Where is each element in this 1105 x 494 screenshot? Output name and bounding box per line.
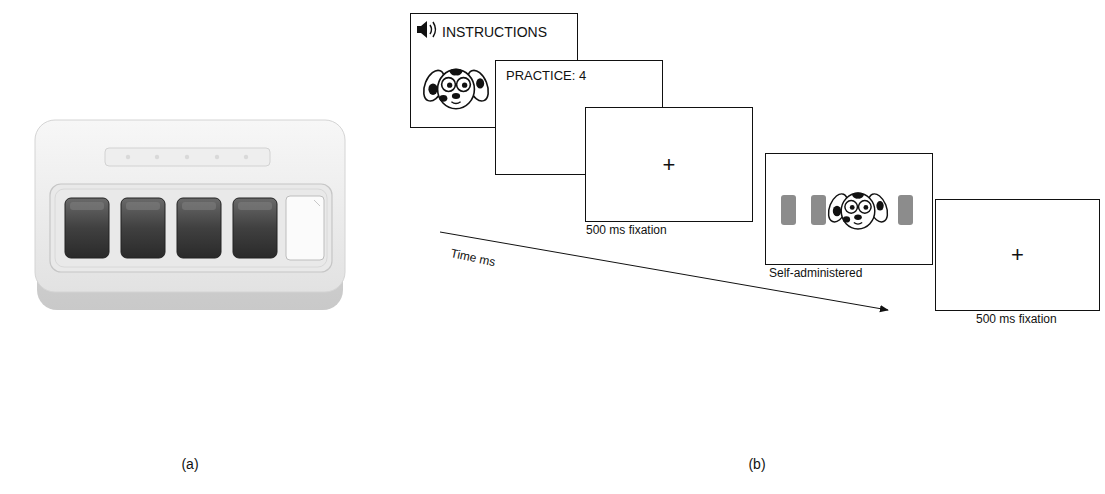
screen-frame: +500 ms fixation	[585, 107, 753, 222]
axis-label: Time ms	[449, 247, 496, 270]
fixation-cross: +	[1011, 242, 1024, 267]
response-options	[781, 191, 913, 229]
screen-caption: 500 ms fixation	[976, 313, 1057, 327]
screen-frame: Self-administered	[765, 153, 933, 265]
fixation-cross: +	[663, 152, 676, 177]
button-box-device	[35, 120, 345, 310]
panel-label: (a)	[181, 456, 198, 472]
screen-caption: Self-administered	[769, 267, 862, 281]
response-buttons	[65, 196, 324, 260]
speaker-icon	[417, 21, 436, 38]
screen-text: INSTRUCTIONS	[442, 24, 547, 40]
screen-caption: 500 ms fixation	[586, 224, 667, 238]
dog-icon	[420, 67, 493, 108]
screen-text: PRACTICE: 4	[506, 69, 586, 84]
panel-label: (b)	[748, 456, 765, 472]
screen-frame: +500 ms fixation	[935, 199, 1100, 311]
